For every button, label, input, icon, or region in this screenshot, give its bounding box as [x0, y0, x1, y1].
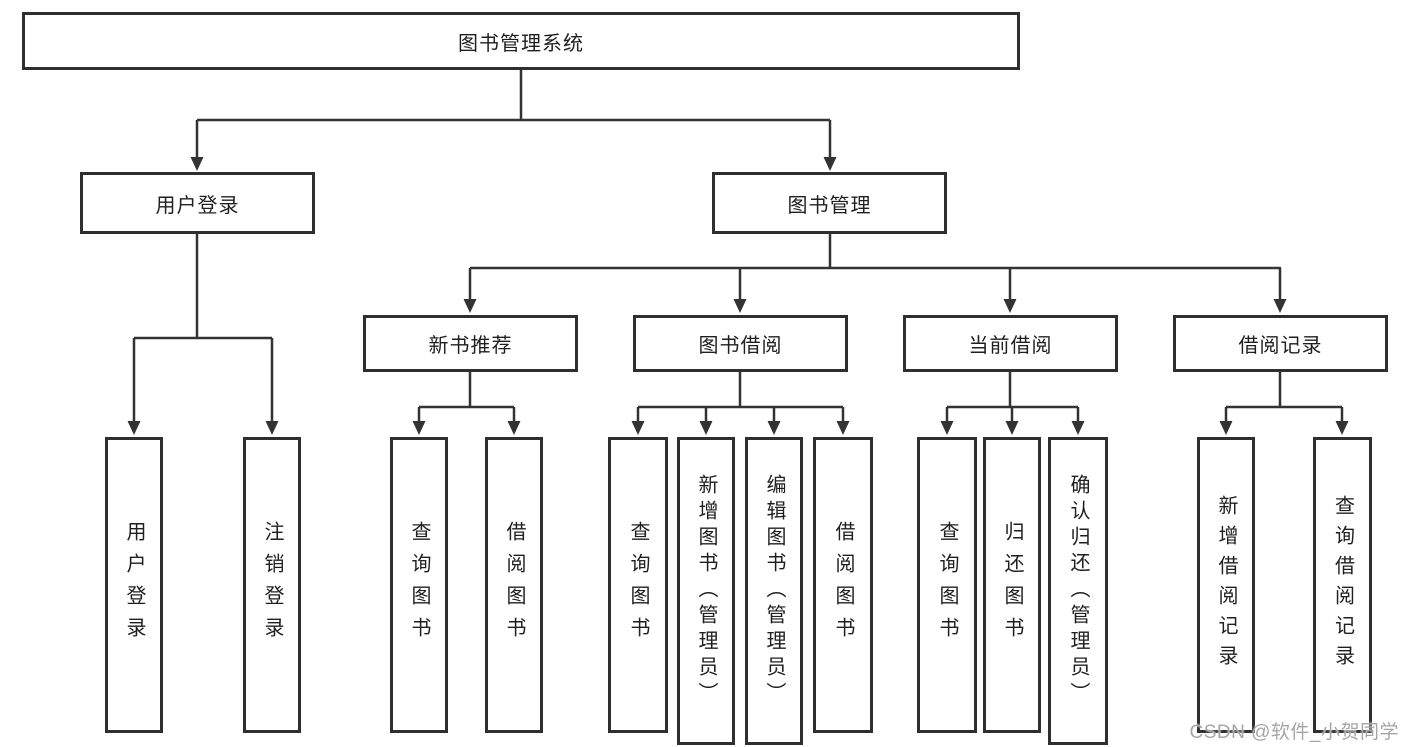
node-current-borrow: 当前借阅: [903, 315, 1118, 372]
node-leaf-cb-confirm-return-admin: 确认归还（管理员）: [1048, 437, 1108, 745]
node-leaf-bb-add-books-admin: 新增图书（管理员）: [677, 437, 735, 745]
node-leaf-cb-query-books: 查询图书: [917, 437, 977, 733]
node-new-book-recommend: 新书推荐: [363, 315, 578, 372]
node-label: 新书推荐: [428, 335, 513, 357]
node-label: 查询图书: [627, 521, 649, 649]
node-label: 用户登录: [155, 194, 240, 217]
node-label: 确认归还（管理员）: [1067, 474, 1089, 708]
node-label: 查询图书: [936, 521, 958, 649]
node-borrow-records: 借阅记录: [1173, 315, 1388, 372]
watermark: CSDN @软件_小贺同学: [1189, 722, 1399, 743]
node-leaf-nbr-borrow-books: 借阅图书: [485, 437, 543, 733]
node-label: 借阅图书: [503, 521, 525, 649]
node-leaf-br-query-record: 查询借阅记录: [1313, 437, 1372, 733]
node-book-borrow: 图书借阅: [633, 315, 848, 372]
node-label: 借阅记录: [1238, 335, 1323, 357]
node-leaf-user-login: 用户登录: [105, 437, 163, 733]
node-label: 当前借阅: [968, 335, 1053, 357]
node-label: 查询借阅记录: [1331, 495, 1354, 675]
node-label: 新增图书（管理员）: [695, 474, 717, 708]
node-label: 借阅图书: [832, 521, 854, 649]
node-root: 图书管理系统: [22, 12, 1020, 70]
node-leaf-logout: 注销登录: [243, 437, 301, 733]
node-label: 注销登录: [261, 521, 283, 649]
arrowheads: [127, 157, 1349, 435]
node-label: 图书管理: [787, 194, 872, 217]
node-leaf-br-add-record: 新增借阅记录: [1197, 437, 1255, 733]
node-leaf-bb-borrow-books: 借阅图书: [813, 437, 873, 733]
node-label: 图书管理系统: [458, 32, 584, 55]
node-label: 编辑图书（管理员）: [763, 474, 785, 708]
node-leaf-nbr-query-books: 查询图书: [390, 437, 448, 733]
node-book-mgmt: 图书管理: [712, 172, 947, 234]
node-label: 图书借阅: [698, 335, 783, 357]
node-label: 查询图书: [408, 521, 430, 649]
node-leaf-bb-query-books: 查询图书: [608, 437, 668, 733]
node-label: 用户登录: [123, 521, 145, 649]
node-label: 归还图书: [1001, 521, 1023, 649]
node-leaf-bb-edit-books-admin: 编辑图书（管理员）: [745, 437, 803, 745]
node-label: 新增借阅记录: [1215, 495, 1237, 675]
node-leaf-cb-return-books: 归还图书: [983, 437, 1041, 733]
node-user-login: 用户登录: [80, 172, 315, 234]
